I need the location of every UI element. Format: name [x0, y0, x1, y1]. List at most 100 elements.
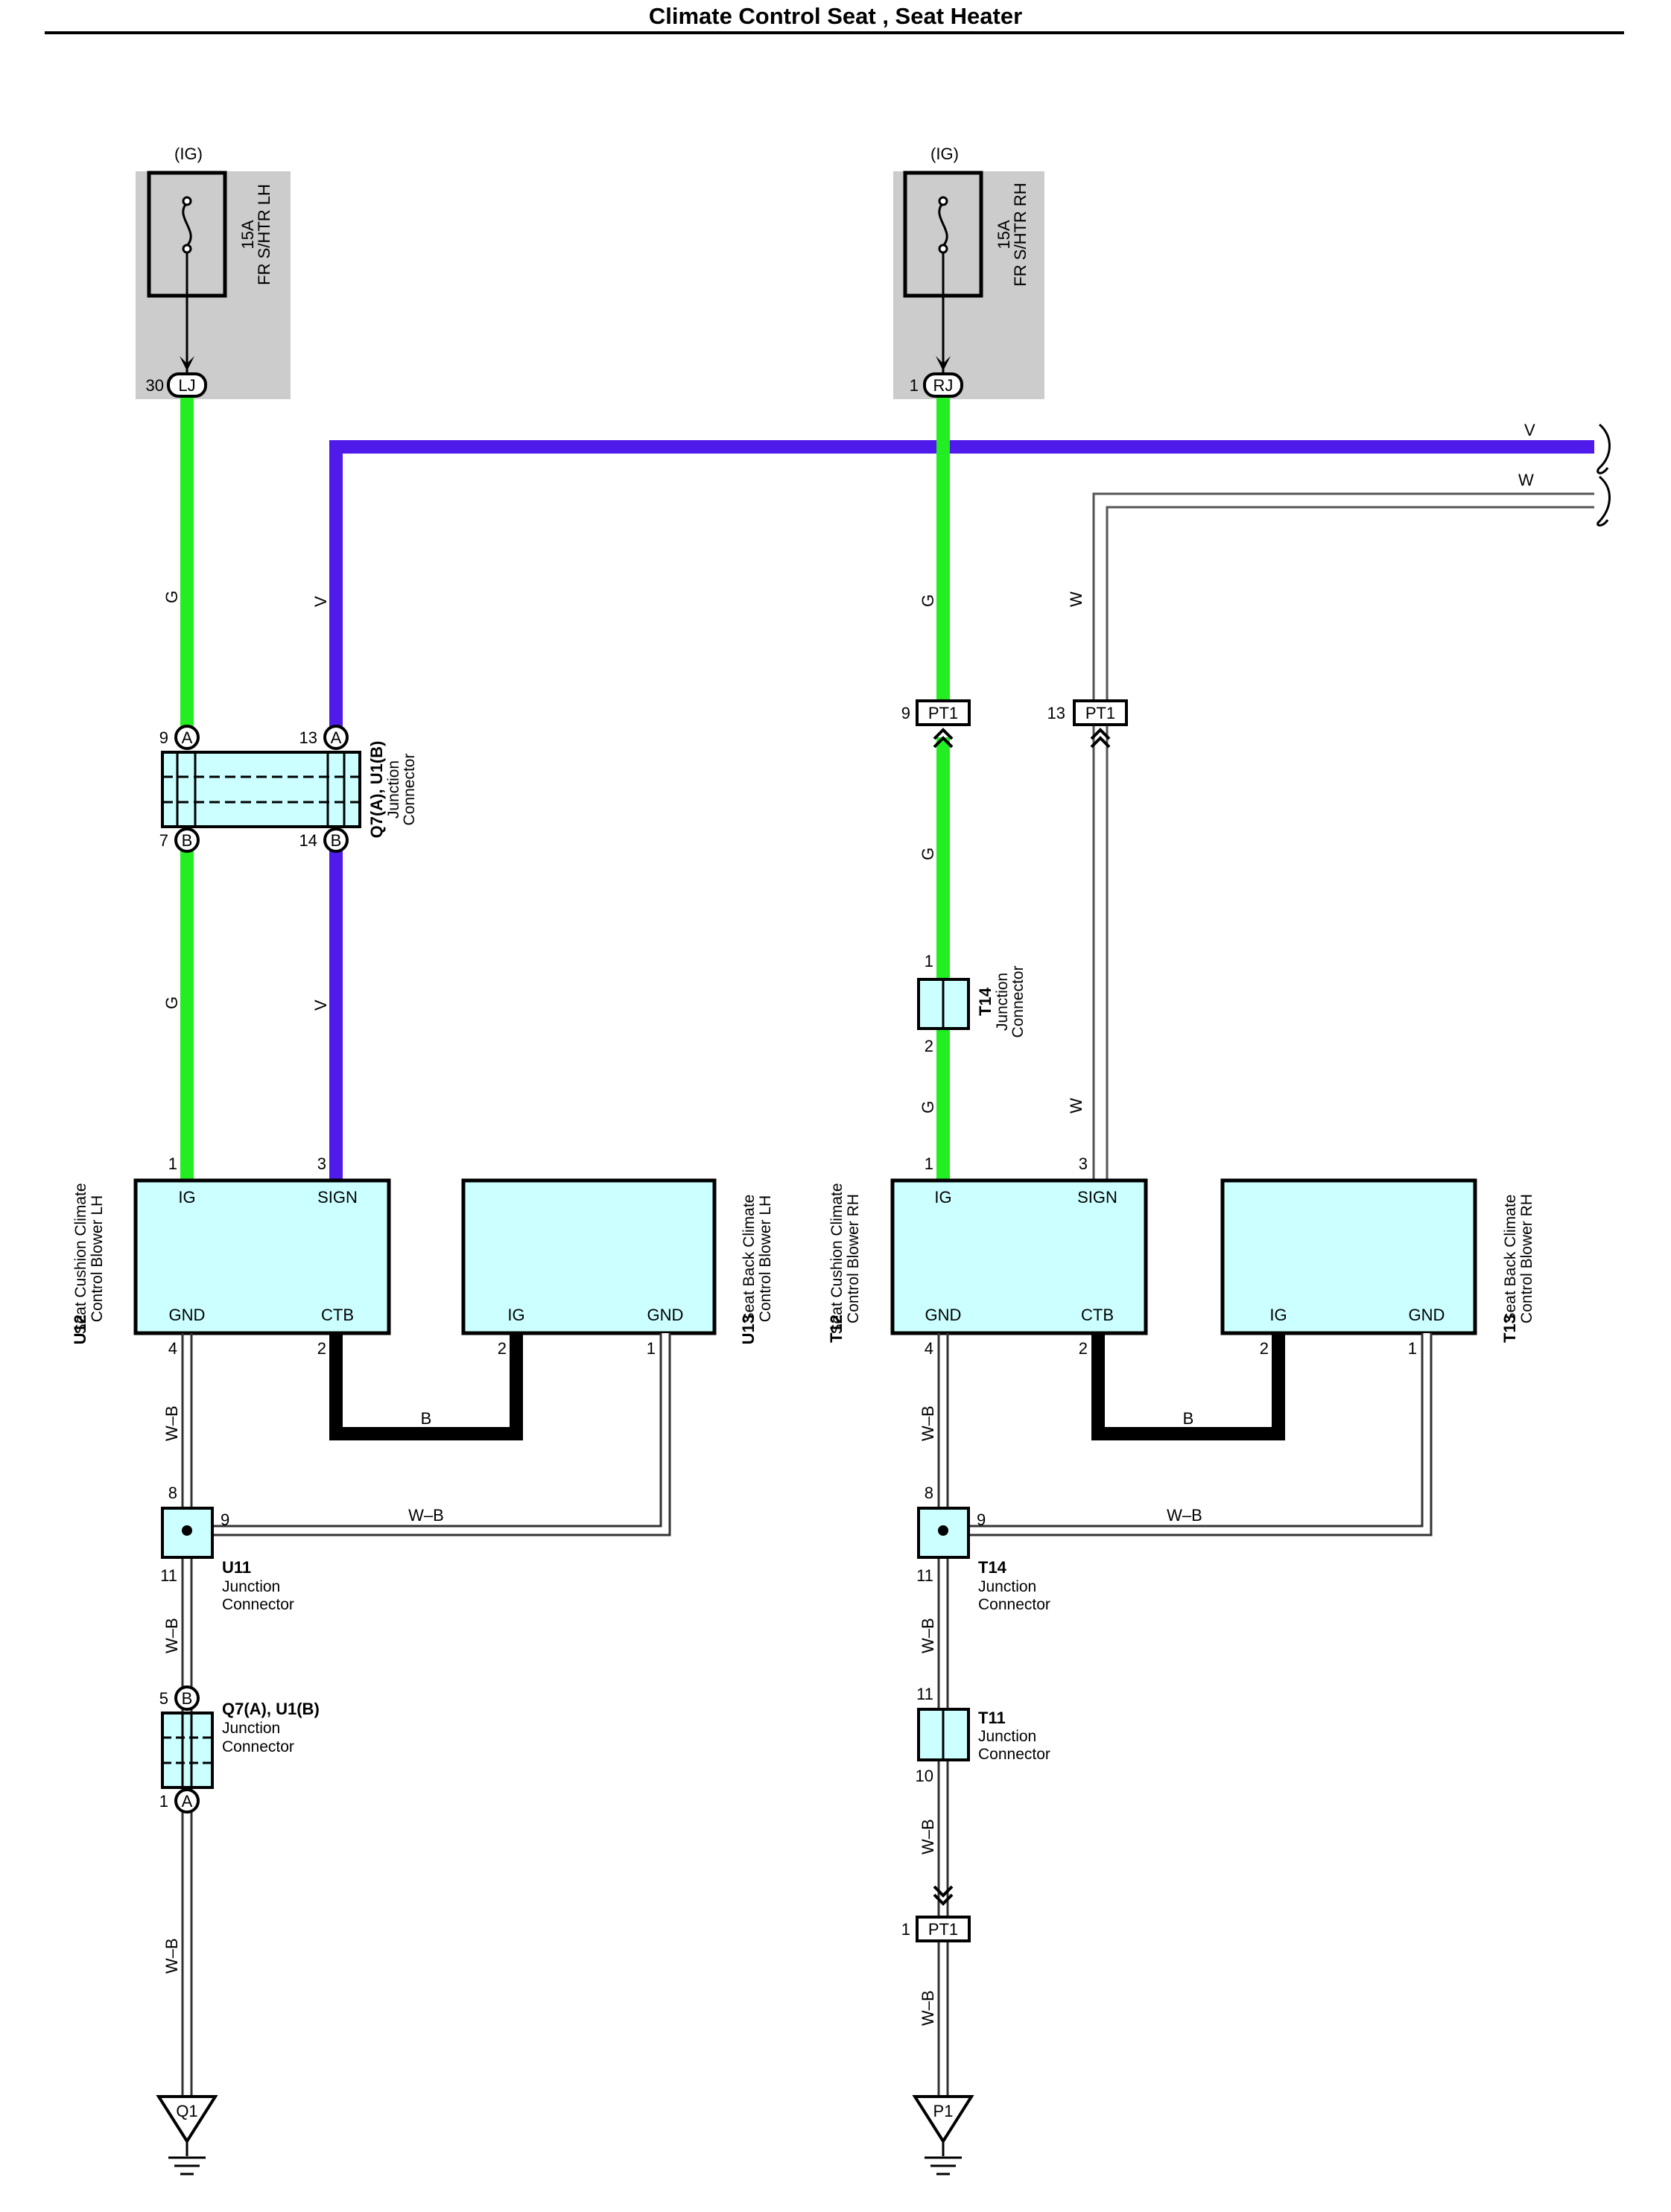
- title-rule: [45, 31, 1624, 34]
- fuse-rh: (IG) 15A FR S/HTR RH RJ 1: [893, 144, 1044, 399]
- jc1-body: [161, 751, 361, 828]
- jc1-terminal-b1: [174, 827, 200, 853]
- label-w-rh-1: W: [1067, 591, 1085, 607]
- svg-text:4: 4: [925, 1339, 933, 1358]
- label-g-lh-1: G: [162, 591, 181, 603]
- svg-text:W–B: W–B: [919, 1990, 937, 2026]
- fuse-lh-name: FR S/HTR LH: [255, 184, 273, 285]
- fuse-rh-arrow-icon: [936, 356, 951, 371]
- pt1-g-arrow-icon: [933, 728, 954, 749]
- svg-text:Seat Back Climate: Seat Back Climate: [1502, 1195, 1519, 1323]
- t13-id: T13: [1500, 1315, 1519, 1343]
- svg-text:1: 1: [159, 1792, 168, 1811]
- pt1-g-connector: PT1 9: [901, 699, 971, 749]
- svg-text:13: 13: [299, 728, 317, 747]
- svg-text:Control Blower LH: Control Blower LH: [89, 1195, 106, 1322]
- label-v-lh-2: V: [311, 999, 330, 1011]
- jc1-terminal-b2: [323, 827, 349, 853]
- svg-text:W–B: W–B: [162, 1405, 181, 1441]
- svg-text:1: 1: [901, 1920, 910, 1939]
- wires: [180, 398, 1594, 1440]
- wire-break-w-icon: [1597, 475, 1611, 527]
- svg-text:GND: GND: [925, 1306, 962, 1324]
- u13-id: U13: [739, 1315, 758, 1344]
- junction-connector-q7-u1-bottom: B 5 A 1 Q7(A), U1(B) Junction Connector: [159, 1685, 320, 1814]
- svg-text:11: 11: [916, 1685, 933, 1703]
- svg-text:PT1: PT1: [1085, 704, 1115, 722]
- svg-text:11: 11: [160, 1566, 177, 1585]
- svg-text:GND: GND: [1409, 1306, 1445, 1324]
- pt1-ground-connector: PT1 1: [901, 1885, 971, 1942]
- svg-text:2: 2: [925, 1037, 933, 1055]
- svg-text:13: 13: [1047, 704, 1065, 722]
- svg-text:2: 2: [1260, 1339, 1269, 1358]
- fuse-rh-power: (IG): [930, 144, 959, 163]
- component-t12: IG SIGN GND CTB 1 3 4 2 T12 Seat Cushion…: [827, 1154, 1148, 1358]
- wire-w: [1094, 495, 1594, 1180]
- wb-wires: [181, 1333, 1433, 2100]
- fuse-rh-element-icon: [938, 201, 948, 247]
- pt1-ground-arrow-icon: [933, 1885, 954, 1906]
- wire-v-main: [329, 440, 1594, 730]
- svg-text:W–B: W–B: [919, 1819, 937, 1855]
- fuse-lh-arrow-icon: [180, 356, 194, 371]
- wire-labels: G V G V G W G G W: [162, 591, 1085, 1113]
- svg-text:Junction: Junction: [222, 1720, 280, 1737]
- label-v-lh-1: V: [311, 596, 330, 607]
- svg-text:8: 8: [925, 1484, 933, 1502]
- wire-b-rh: [1091, 1333, 1285, 1440]
- svg-text:CTB: CTB: [1081, 1306, 1114, 1324]
- svg-text:Junction: Junction: [222, 1578, 280, 1595]
- svg-text:4: 4: [168, 1339, 177, 1358]
- svg-text:Junction: Junction: [385, 760, 402, 819]
- wire-v-label-top: V: [1524, 421, 1535, 439]
- svg-text:2: 2: [498, 1339, 507, 1358]
- svg-text:Connector: Connector: [222, 1596, 294, 1613]
- svg-text:10: 10: [916, 1767, 933, 1785]
- svg-text:SIGN: SIGN: [317, 1188, 358, 1207]
- wire-b-rh-label: B: [1183, 1409, 1194, 1428]
- junction-connector-t11: 11 10 T11 Junction Connector: [916, 1685, 1050, 1785]
- component-u13: IG GND 2 1 U13 Seat Back Climate Control…: [461, 1178, 774, 1358]
- svg-text:W–B: W–B: [1167, 1506, 1202, 1525]
- svg-text:1: 1: [925, 1154, 933, 1173]
- u11-id: U11: [222, 1558, 251, 1577]
- svg-text:B: B: [182, 831, 193, 850]
- junction-connector-t14-top: 1 2 T14 Junction Connector: [917, 952, 1027, 1055]
- svg-text:A: A: [182, 728, 193, 747]
- svg-text:9: 9: [901, 704, 910, 722]
- wire-break-v-icon: [1597, 423, 1611, 474]
- svg-text:9: 9: [159, 728, 168, 747]
- svg-text:IG: IG: [507, 1306, 524, 1324]
- svg-text:Connector: Connector: [1009, 966, 1027, 1038]
- svg-text:Junction: Junction: [978, 1728, 1036, 1745]
- jc1-terminal-a2: [323, 725, 349, 750]
- pt1-w-connector: PT1 13: [1047, 699, 1128, 749]
- svg-text:PT1: PT1: [928, 704, 958, 722]
- jc2-id: Q7(A), U1(B): [222, 1700, 320, 1718]
- svg-text:3: 3: [1079, 1154, 1088, 1173]
- svg-text:14: 14: [299, 831, 317, 850]
- svg-text:Junction: Junction: [994, 973, 1011, 1031]
- wire-wb-lh-side: [187, 1333, 669, 1534]
- svg-text:Connector: Connector: [222, 1738, 294, 1755]
- svg-text:P1: P1: [933, 2102, 954, 2120]
- svg-text:Q1: Q1: [176, 2102, 197, 2120]
- junction-connector-u11: 8 9 11 U11 Junction Connector: [160, 1484, 294, 1613]
- fuse-rh-background: [893, 171, 1044, 399]
- svg-text:2: 2: [317, 1339, 326, 1358]
- svg-text:9: 9: [221, 1510, 229, 1529]
- pt1-w-arrow-icon: [1090, 728, 1111, 749]
- svg-text:1: 1: [168, 1154, 177, 1173]
- svg-text:1: 1: [647, 1339, 656, 1358]
- svg-text:5: 5: [159, 1689, 168, 1708]
- svg-text:B: B: [331, 831, 342, 850]
- svg-text:Seat Cushion Climate: Seat Cushion Climate: [72, 1183, 89, 1334]
- svg-text:W–B: W–B: [162, 1618, 181, 1653]
- svg-text:2: 2: [1079, 1339, 1088, 1358]
- wire-b-lh: [329, 1333, 523, 1440]
- svg-text:1: 1: [925, 952, 933, 970]
- svg-text:B: B: [182, 1689, 193, 1708]
- svg-text:11: 11: [916, 1566, 933, 1585]
- ground-q1: Q1: [156, 2095, 218, 2176]
